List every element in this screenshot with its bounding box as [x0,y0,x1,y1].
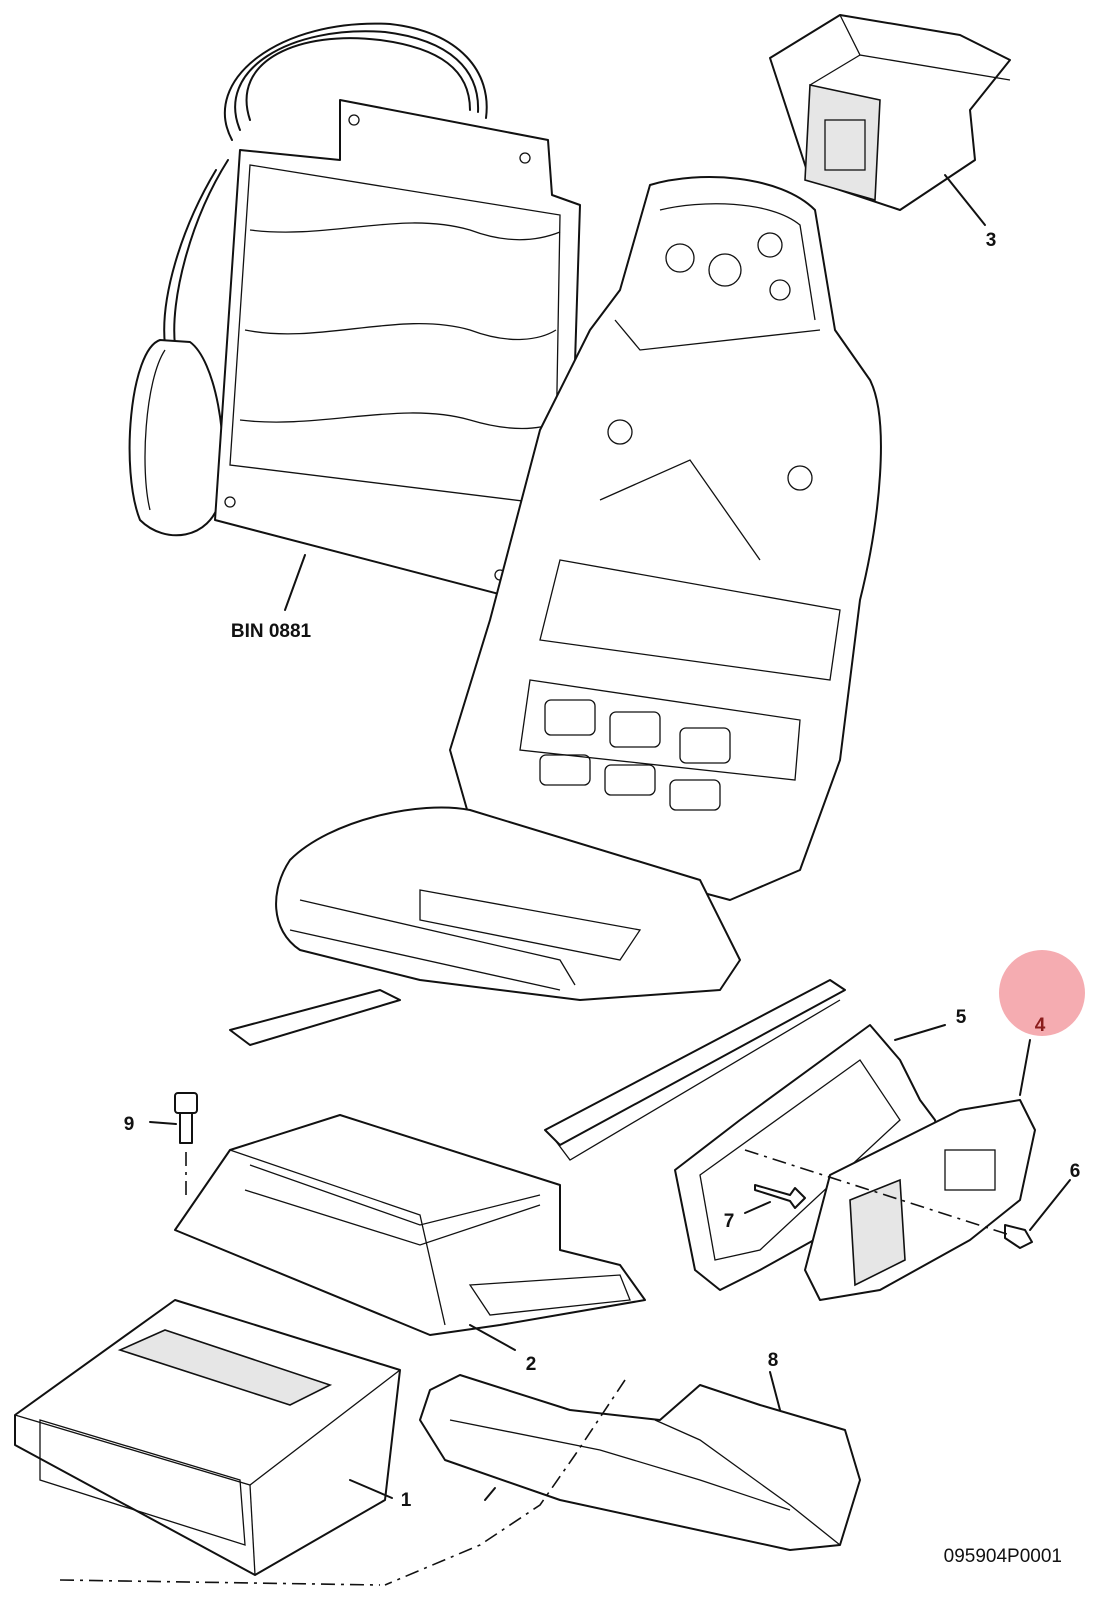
callout-4[interactable]: 4 [1035,1015,1046,1036]
callout-8[interactable]: 8 [768,1350,779,1371]
backrest-heating-pad [128,22,581,611]
part-4-control-module [804,1039,1036,1301]
callout-2[interactable]: 2 [526,1354,537,1375]
assembly-line-8 [384,1379,626,1586]
part-7-rivet [744,1184,806,1214]
part-3-switch [769,14,1011,226]
diagram-reference-code: 095904P0001 [944,1546,1062,1567]
callout-6[interactable]: 6 [1070,1161,1081,1182]
seat-frame [275,176,882,1001]
assembly-line-1 [59,1579,381,1586]
callout-5[interactable]: 5 [956,1007,967,1028]
part-2-bracket [174,1114,646,1351]
part-9-bolt [149,1092,198,1195]
seat-rails [229,979,846,1161]
callout-bin-0881[interactable]: BIN 0881 [231,621,312,642]
callout-1[interactable]: 1 [401,1490,412,1511]
part-8-side-trim [419,1371,861,1551]
callout-9[interactable]: 9 [124,1114,135,1135]
part-6-screw [1004,1179,1071,1249]
callout-7[interactable]: 7 [724,1211,735,1232]
callout-3[interactable]: 3 [986,230,997,251]
highlight-marker [999,950,1085,1036]
part-1-control-unit [14,1299,401,1576]
